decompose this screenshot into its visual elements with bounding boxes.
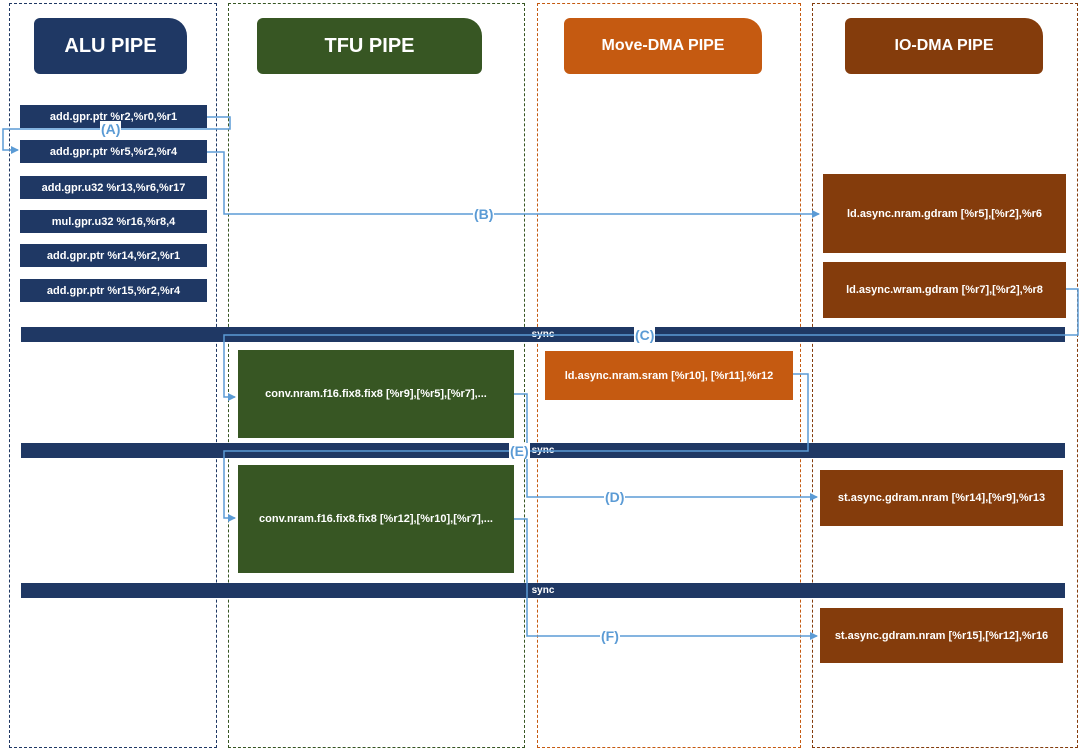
- io-dma-instruction-4: st.async.gdram.nram [%r15],[%r12],%r16: [820, 608, 1063, 663]
- move-dma-pipe-lane: [537, 3, 801, 748]
- label-e: (E): [509, 443, 530, 459]
- arrow-b: [207, 151, 820, 218]
- alu-instruction-1: add.gpr.ptr %r2,%r0,%r1: [20, 105, 207, 128]
- sync-bar-3: sync: [21, 583, 1065, 598]
- alu-pipe-header: ALU PIPE: [34, 18, 187, 74]
- tfu-pipe-lane: [228, 3, 525, 748]
- label-a: (A): [100, 121, 122, 137]
- arrow-c: [223, 288, 1079, 401]
- io-dma-pipe-header: IO-DMA PIPE: [845, 18, 1043, 74]
- tfu-pipe-header: TFU PIPE: [257, 18, 482, 74]
- tfu-instruction-1: conv.nram.f16.fix8.fix8 [%r9],[%r5],[%r7…: [238, 350, 514, 438]
- alu-pipe-lane: [9, 3, 217, 748]
- move-dma-pipe-header: Move-DMA PIPE: [564, 18, 762, 74]
- arrow-f: [514, 518, 818, 640]
- io-dma-instruction-1: ld.async.nram.gdram [%r5],[%r2],%r6: [823, 174, 1066, 253]
- alu-instruction-3: add.gpr.u32 %r13,%r6,%r17: [20, 176, 207, 199]
- alu-instruction-4: mul.gpr.u32 %r16,%r8,4: [20, 210, 207, 233]
- io-dma-instruction-2: ld.async.wram.gdram [%r7],[%r2],%r8: [823, 262, 1066, 318]
- label-b: (B): [473, 206, 495, 222]
- move-dma-instruction-1: ld.async.nram.sram [%r10], [%r11],%r12: [545, 351, 793, 400]
- label-f: (F): [600, 628, 620, 644]
- tfu-instruction-2: conv.nram.f16.fix8.fix8 [%r12],[%r10],[%…: [238, 465, 514, 573]
- alu-instruction-5: add.gpr.ptr %r14,%r2,%r1: [20, 244, 207, 267]
- alu-instruction-2: add.gpr.ptr %r5,%r2,%r4: [20, 140, 207, 163]
- label-d: (D): [604, 489, 626, 505]
- io-dma-pipe-lane: [812, 3, 1078, 748]
- arrow-d: [514, 393, 818, 501]
- label-c: (C): [634, 327, 656, 343]
- io-dma-instruction-3: st.async.gdram.nram [%r14],[%r9],%r13: [820, 470, 1063, 526]
- alu-instruction-6: add.gpr.ptr %r15,%r2,%r4: [20, 279, 207, 302]
